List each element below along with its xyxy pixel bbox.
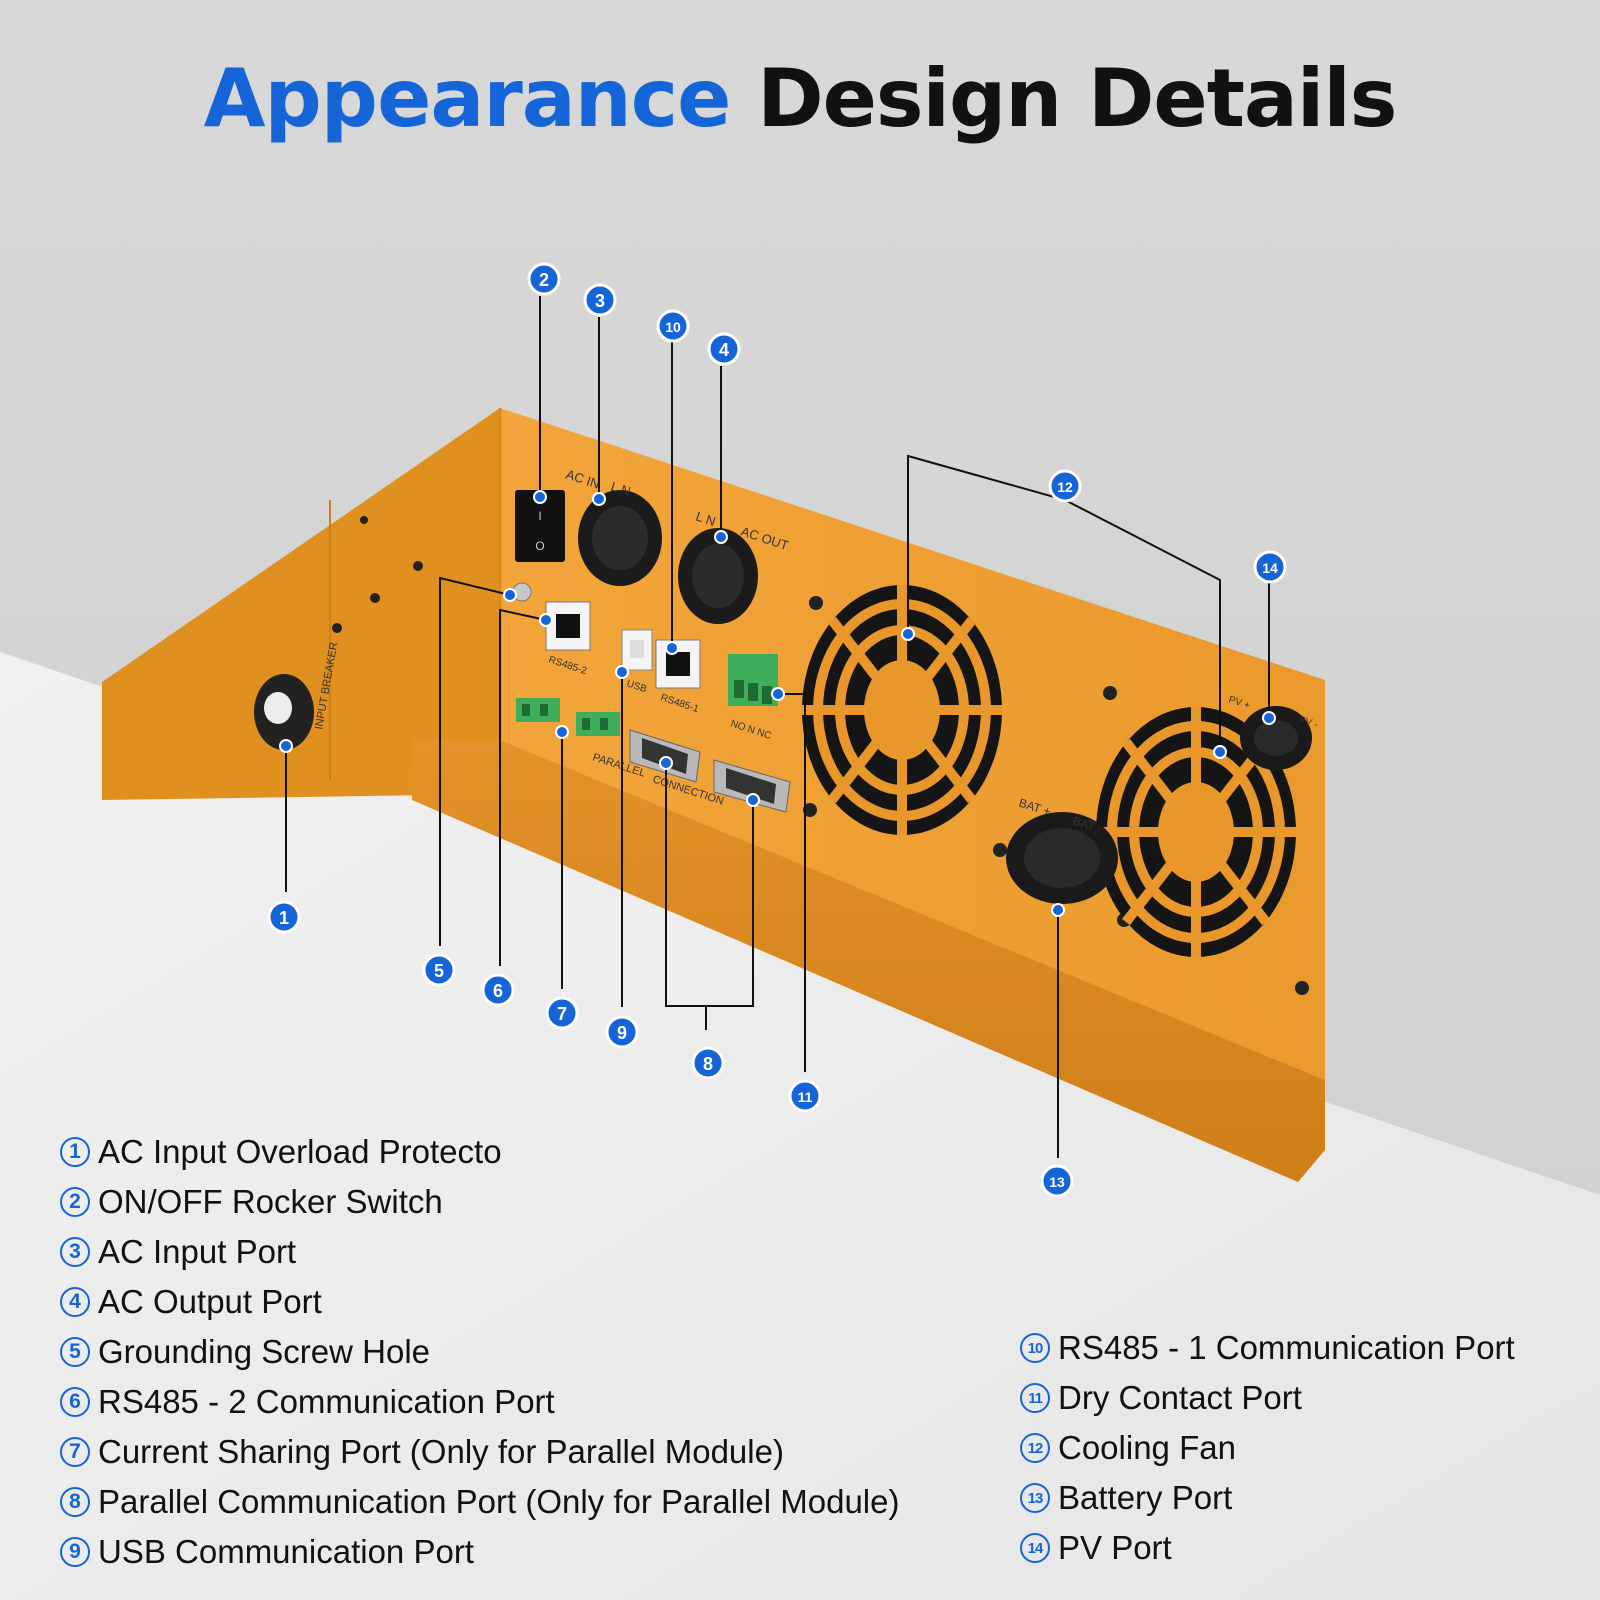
legend-label: AC Input Port: [98, 1233, 297, 1270]
legend-item: 2 ON/OFF Rocker Switch: [60, 1177, 899, 1227]
legend-label: Grounding Screw Hole: [98, 1333, 430, 1370]
svg-text:L N: L N: [694, 509, 717, 529]
legend-number: 14: [1020, 1533, 1050, 1563]
svg-text:4: 4: [719, 340, 729, 360]
table-surface: [0, 652, 1600, 1600]
cooling-fan-1: [802, 585, 1002, 835]
svg-text:O: O: [535, 539, 544, 553]
legend-label: RS485 - 2 Communication Port: [98, 1383, 555, 1420]
legend-number: 4: [60, 1287, 90, 1317]
legend-item: 1 AC Input Overload Protecto: [60, 1127, 899, 1177]
callout-9: 9: [605, 1015, 639, 1049]
device-bottom: [412, 738, 1325, 1182]
legend-label: AC Input Overload Protecto: [98, 1133, 502, 1170]
svg-text:7: 7: [557, 1004, 567, 1024]
svg-text:1: 1: [279, 908, 289, 928]
callout-7: 7: [545, 996, 579, 1030]
legend-item: 12 Cooling Fan: [1020, 1423, 1515, 1473]
svg-text:L N: L N: [609, 479, 632, 499]
callout-13: 13: [1040, 1164, 1074, 1198]
legend-number: 10: [1020, 1333, 1050, 1363]
callout-badges: 1 2 3 4 5 6 7 8 9 10 11 12 13 14: [267, 262, 1287, 1198]
inverter-device: INPUT BREAKER I O AC IN L N L N AC OUT R…: [102, 408, 1325, 1182]
legend-number: 2: [60, 1187, 90, 1217]
legend-number: 3: [60, 1237, 90, 1267]
callout-2: 2: [527, 262, 561, 296]
page-title: Appearance Design Details: [0, 52, 1600, 145]
svg-text:14: 14: [1262, 560, 1278, 576]
svg-text:3: 3: [595, 291, 605, 311]
callout-3: 3: [583, 283, 617, 317]
legend-number: 5: [60, 1337, 90, 1367]
title-rest: Design Details: [757, 52, 1397, 145]
callout-4: 4: [707, 332, 741, 366]
leader-lines: [285, 296, 1270, 1158]
callout-1: 1: [267, 900, 301, 934]
callout-5: 5: [422, 953, 456, 987]
legend-item: 6 RS485 - 2 Communication Port: [60, 1377, 899, 1427]
callout-11: 11: [788, 1079, 822, 1113]
svg-text:11: 11: [798, 1089, 813, 1105]
svg-text:13: 13: [1049, 1174, 1065, 1190]
legend-label: Dry Contact Port: [1058, 1379, 1302, 1416]
legend-label: Cooling Fan: [1058, 1429, 1236, 1466]
cooling-fan-2: [1096, 707, 1296, 957]
callout-12: 12: [1048, 469, 1082, 503]
legend-item: 9 USB Communication Port: [60, 1527, 899, 1577]
legend-label: ON/OFF Rocker Switch: [98, 1183, 443, 1220]
callout-8: 8: [691, 1046, 725, 1080]
legend-number: 13: [1020, 1483, 1050, 1513]
legend-item: 3 AC Input Port: [60, 1227, 899, 1277]
svg-text:2: 2: [539, 270, 549, 290]
callout-6: 6: [481, 973, 515, 1007]
svg-text:9: 9: [617, 1023, 627, 1043]
legend-item: 10 RS485 - 1 Communication Port: [1020, 1323, 1515, 1373]
svg-text:8: 8: [703, 1054, 713, 1074]
legend-number: 6: [60, 1387, 90, 1417]
legend-right: 10 RS485 - 1 Communication Port 11 Dry Con…: [1020, 1323, 1515, 1573]
callout-14: 14: [1253, 550, 1287, 584]
device-left-side: [102, 408, 500, 800]
svg-text:6: 6: [493, 981, 503, 1001]
legend-label: Current Sharing Port (Only for Parallel …: [98, 1433, 784, 1470]
legend-item: 13 Battery Port: [1020, 1473, 1515, 1523]
legend-label: Battery Port: [1058, 1479, 1233, 1516]
legend-number: 11: [1020, 1383, 1050, 1413]
legend-item: 5 Grounding Screw Hole: [60, 1327, 899, 1377]
rocker-switch: [515, 490, 565, 562]
svg-text:5: 5: [434, 961, 444, 981]
legend-label: RS485 - 1 Communication Port: [1058, 1329, 1515, 1366]
legend-label: AC Output Port: [98, 1283, 322, 1320]
legend-number: 9: [60, 1537, 90, 1567]
leader-dots: [279, 490, 1276, 917]
legend-item: 4 AC Output Port: [60, 1277, 899, 1327]
svg-text:12: 12: [1057, 479, 1073, 495]
legend-left: 1 AC Input Overload Protecto 2 ON/OFF Rock…: [60, 1127, 899, 1577]
callout-10: 10: [656, 309, 690, 343]
svg-text:10: 10: [665, 319, 681, 335]
legend-item: 11 Dry Contact Port: [1020, 1373, 1515, 1423]
legend-item: 8 Parallel Communication Port (Only for P…: [60, 1477, 899, 1527]
legend-number: 8: [60, 1487, 90, 1517]
legend-item: 14 PV Port: [1020, 1523, 1515, 1573]
legend-number: 12: [1020, 1433, 1050, 1463]
legend-number: 1: [60, 1137, 90, 1167]
title-accent: Appearance: [203, 52, 732, 145]
legend-label: Parallel Communication Port (Only for Pa…: [98, 1483, 900, 1520]
legend-label: PV Port: [1058, 1529, 1172, 1566]
legend-item: 7 Current Sharing Port (Only for Parallel…: [60, 1427, 899, 1477]
legend-number: 7: [60, 1437, 90, 1467]
svg-text:I: I: [538, 509, 541, 523]
legend-label: USB Communication Port: [98, 1533, 474, 1570]
